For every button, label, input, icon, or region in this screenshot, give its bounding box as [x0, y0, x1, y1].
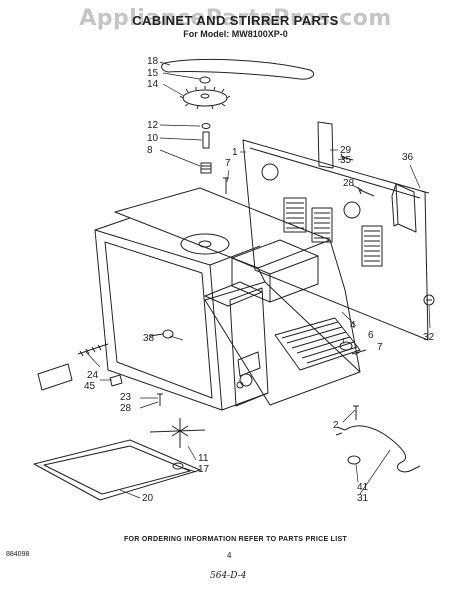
- retaining-ring: [201, 123, 211, 129]
- floor-grille: [274, 317, 361, 371]
- callout-7-right: 7: [377, 342, 383, 353]
- door-opening: [104, 241, 213, 399]
- ordering-note: FOR ORDERING INFORMATION REFER TO PARTS …: [123, 536, 348, 543]
- document-number: 884098: [6, 551, 30, 558]
- callout-20: 20: [142, 493, 154, 504]
- callout-24: 24: [87, 370, 99, 381]
- callout-labels: 18 15 14 12 10 8 7 1 29 35 36 28 4 6 7 3…: [84, 56, 435, 504]
- switch-cover: [37, 363, 73, 391]
- callout-10: 10: [147, 133, 159, 144]
- back-panel: [242, 139, 429, 341]
- strain-relief: [347, 455, 361, 465]
- screw-7-upper: [223, 177, 229, 194]
- front-frame: [94, 229, 223, 411]
- callout-7-top: 7: [225, 158, 231, 169]
- screw-7-lower: [351, 349, 367, 355]
- callout-6: 6: [368, 330, 374, 341]
- handwritten-note: 564-D-4: [210, 571, 247, 581]
- grommet-6: [339, 341, 353, 351]
- stirrer-opening: [180, 233, 230, 255]
- callout-41: 41: [357, 482, 369, 493]
- latch-spring: [77, 343, 109, 357]
- callout-12: 12: [147, 120, 159, 131]
- cabinet-base: [204, 281, 361, 406]
- callout-8: 8: [147, 145, 153, 156]
- callout-15: 15: [147, 68, 159, 79]
- callout-23: 23: [120, 392, 132, 403]
- callout-2: 2: [333, 420, 339, 431]
- stirrer-washer: [199, 76, 211, 84]
- page-number: 4: [227, 551, 232, 560]
- interlock-switch: [109, 374, 123, 387]
- stirrer-blade: [149, 418, 206, 448]
- callout-1: 1: [232, 147, 238, 158]
- callout-17: 17: [198, 464, 210, 475]
- callout-36: 36: [402, 152, 414, 163]
- diagram-title: CABINET AND STIRRER PARTS: [132, 13, 339, 28]
- back-panel-vents: [283, 197, 383, 267]
- leader-lines: [85, 61, 431, 499]
- callout-29: 29: [340, 145, 352, 156]
- screw-2: [353, 405, 359, 420]
- callout-38: 38: [143, 333, 155, 344]
- power-cord: [344, 425, 421, 473]
- stirrer-hub: [172, 462, 184, 470]
- oven-shelf: [33, 439, 201, 501]
- control-panel: [229, 287, 269, 407]
- callout-31: 31: [357, 493, 369, 504]
- callout-45: 45: [84, 381, 96, 392]
- stirrer-bearing: [200, 162, 212, 174]
- screw-28-top: [357, 186, 375, 197]
- callout-32: 32: [423, 332, 435, 343]
- side-bracket: [395, 183, 417, 233]
- callout-14: 14: [147, 79, 159, 90]
- screw-28-bottom: [157, 393, 163, 406]
- callout-28-top: 28: [343, 178, 355, 189]
- cover-plate: [317, 121, 334, 169]
- stirrer-belt: [161, 59, 315, 80]
- model-subtitle: For Model: MW8100XP-0: [183, 29, 288, 39]
- callout-35: 35: [340, 155, 352, 166]
- fuse-holder: [423, 294, 435, 306]
- screw-36: [420, 190, 430, 194]
- component-box: [231, 239, 319, 303]
- callout-28-bottom: 28: [120, 403, 132, 414]
- callout-18: 18: [147, 56, 159, 67]
- stirrer-shaft: [202, 131, 210, 149]
- callout-4: 4: [350, 320, 356, 331]
- callout-11: 11: [198, 453, 209, 464]
- screw-35: [340, 153, 354, 161]
- watermark: AppliancePartsPros.com: [79, 6, 392, 31]
